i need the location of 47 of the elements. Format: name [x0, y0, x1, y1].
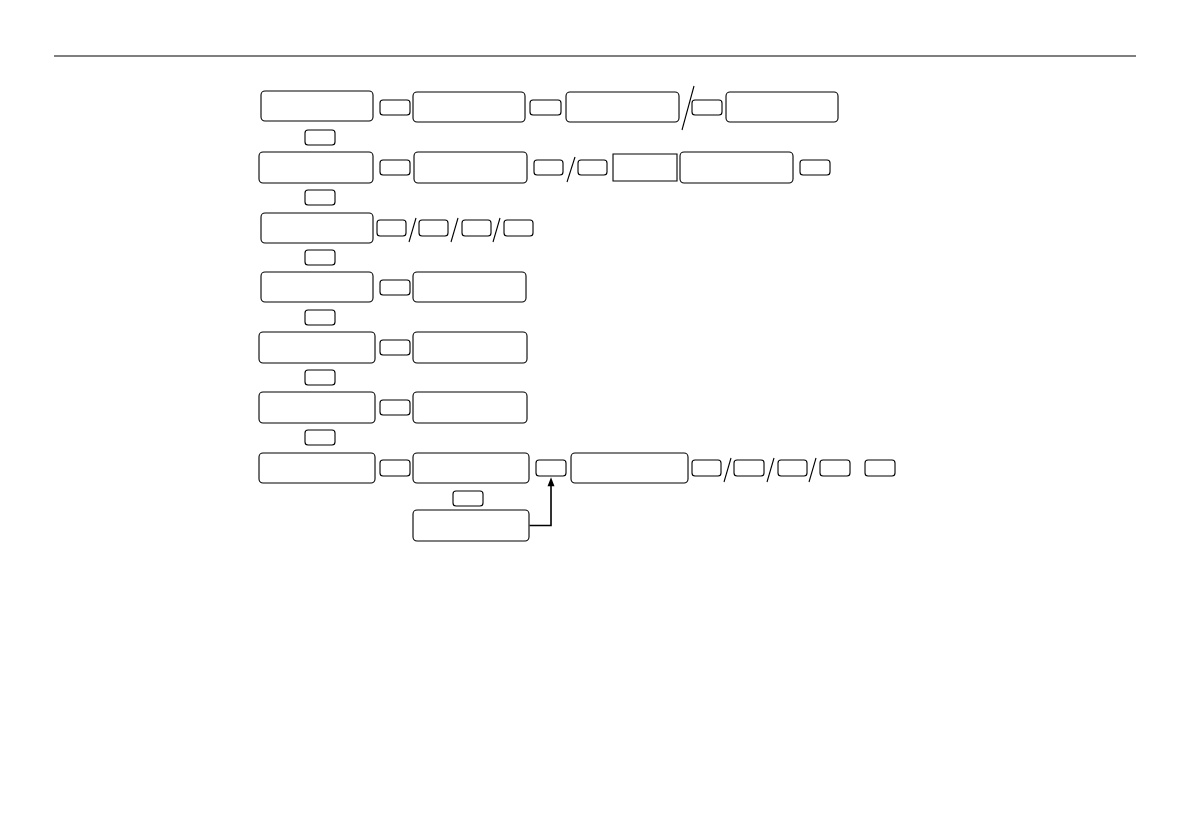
blank-box: [412, 452, 530, 484]
blank-box: [260, 90, 374, 122]
small-blank-box: [799, 159, 831, 176]
blank-box: [412, 509, 530, 542]
blank-box: [412, 331, 528, 364]
small-blank-box: [819, 459, 851, 477]
small-blank-box: [304, 189, 336, 206]
blank-box: [412, 91, 526, 123]
blank-box: [412, 271, 527, 303]
blank-box: [258, 151, 374, 184]
blank-box: [565, 91, 680, 123]
small-blank-box: [864, 459, 896, 477]
small-blank-box: [452, 490, 484, 507]
small-blank-box: [379, 99, 411, 116]
small-blank-box: [418, 219, 449, 237]
small-blank-box: [379, 279, 411, 296]
small-blank-box: [777, 459, 808, 477]
small-blank-box: [304, 429, 336, 446]
small-blank-box: [535, 459, 567, 477]
small-blank-box: [304, 249, 336, 266]
blank-box: [725, 91, 839, 123]
small-blank-box: [379, 399, 411, 416]
blank-box: [413, 151, 528, 184]
small-blank-box: [304, 129, 336, 146]
small-blank-box: [376, 219, 407, 237]
small-blank-box: [691, 459, 722, 477]
small-blank-box: [733, 459, 765, 477]
small-blank-box: [379, 159, 411, 176]
blank-box: [260, 212, 374, 244]
small-blank-box: [529, 99, 562, 116]
small-blank-box: [461, 219, 492, 237]
small-blank-box: [379, 459, 411, 477]
square-corner-box: [612, 153, 678, 182]
small-blank-box: [304, 369, 336, 386]
blank-box: [260, 271, 374, 303]
blank-box: [258, 391, 376, 424]
small-blank-box: [577, 159, 608, 176]
blank-box: [679, 151, 794, 184]
small-blank-box: [691, 99, 723, 116]
small-blank-box: [379, 339, 411, 356]
blank-box: [412, 391, 528, 424]
small-blank-box: [533, 159, 564, 176]
blank-box: [570, 452, 689, 484]
small-blank-box: [503, 219, 534, 237]
small-blank-box: [304, 309, 336, 326]
blank-box: [258, 331, 376, 364]
blank-box: [258, 452, 376, 484]
